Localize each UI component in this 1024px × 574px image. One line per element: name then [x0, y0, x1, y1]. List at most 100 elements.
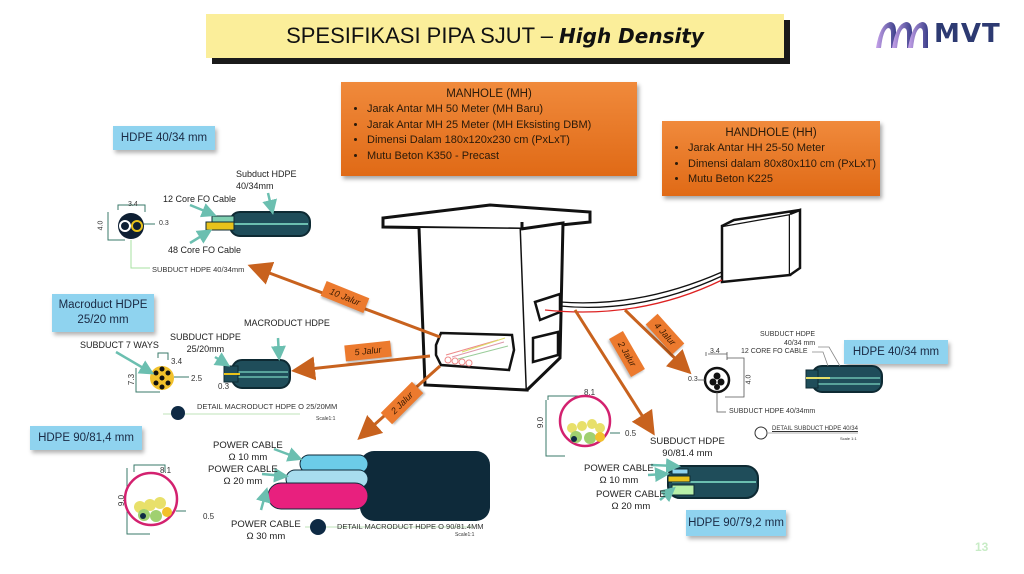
core-12-label: 12 Core FO Cable [163, 194, 237, 204]
power-cable-10-label: POWER CABLE Ω 10 mm [213, 440, 283, 464]
manhole-heading: MANHOLE (MH) [446, 88, 532, 100]
manhole-duct-bundle [444, 337, 509, 367]
right-90-dim-height: 9.0 [536, 416, 546, 429]
macroduct-25-detail-caption: DETAIL MACRODUCT HDPE O 25/20MM [197, 402, 338, 411]
handhole-spec-list: Jarak Antar HH 25-50 Meter Dimensi dalam… [662, 141, 880, 188]
dim-a-label: 3.4 [171, 357, 183, 366]
right-40-detail-caption: DETAIL SUBDUCT HDPE 40/34 [772, 426, 858, 432]
handhole-drawing [720, 208, 802, 284]
logo-text: MVT [934, 19, 1001, 49]
manhole-spec-item: Mutu Beton K350 - Precast [367, 149, 637, 165]
right-90-dim-width: 8.1 [584, 388, 596, 397]
subduct-40-name: Subduct HDPE [236, 169, 297, 179]
macroduct-90-scale: Scale1:1 [455, 532, 475, 538]
right-subduct-90-size: 90/81.4 mm [662, 448, 713, 459]
page-title: SPESIFIKASI PIPA SJUT – High Density [206, 14, 784, 58]
right-subduct-90-label: SUBDUCT HDPE 90/81.4 mm [650, 436, 725, 460]
manhole-spec-list: Jarak Antar MH 50 Meter (MH Baru) Jarak … [341, 102, 637, 164]
macroduct-hdpe-label: MACRODUCT HDPE [244, 318, 330, 328]
dim-width-label: 3.4 [128, 201, 138, 208]
right-40-dim-width: 3.4 [710, 348, 720, 355]
mvt-waves-icon [876, 22, 928, 48]
arrow-5-jalur [291, 354, 431, 381]
right-power-cable-20-label: POWER CABLE Ω 20 mm [596, 489, 666, 513]
dim-c-label: 7.3 [127, 373, 137, 386]
title-main: SPESIFIKASI PIPA SJUT – [286, 23, 554, 48]
label-macroduct-25-20: Macroduct HDPE 25/20 mm [52, 294, 154, 332]
right-power-cable-10-size: Ω 10 mm [599, 475, 639, 486]
right-40-caption: SUBDUCT HDPE 40/34mm [729, 408, 816, 415]
subduct-40-cross-section [107, 204, 155, 269]
power-cable-30-size: Ω 30 mm [246, 531, 286, 542]
dim-wall-25-label: 0.3 [218, 382, 230, 391]
label-hdpe-40-34-left: HDPE 40/34 mm [113, 126, 215, 150]
right-subduct-90-name: SUBDUCT HDPE [650, 436, 725, 447]
manhole-drawing [381, 203, 592, 392]
dim-b-label: 2.5 [191, 374, 203, 383]
mh-hh-cables [544, 271, 723, 313]
title-emphasis: High Density [559, 24, 704, 48]
handhole-spec-item: Mutu Beton K225 [688, 172, 880, 188]
power-cables-90-left [256, 447, 490, 521]
subduct-25-size: 25/20mm [186, 344, 225, 354]
right-power-cable-10-label: POWER CABLE Ω 10 mm [584, 463, 654, 487]
right-40-cable [805, 346, 883, 393]
macroduct-90-detail-caption: DETAIL MACRODUCT HDPE O 90/81.4MM [337, 522, 484, 531]
right-40-detail-marker [754, 426, 858, 440]
right-90-cross-section [545, 394, 620, 457]
subduct-25-label: SUBDUCT HDPE 25/20mm [170, 331, 241, 355]
handhole-spec-box: HANDHOLE (HH) Jarak Antar HH 25-50 Meter… [662, 121, 880, 196]
macroduct-25-cable [213, 337, 291, 389]
right-40-dim-wall: 0.3 [688, 376, 698, 383]
power-cable-30-name: POWER CABLE [231, 519, 301, 530]
power-cable-20-label: POWER CABLE Ω 20 mm [208, 464, 278, 488]
manhole-spec-item: Jarak Antar MH 50 Meter (MH Baru) [367, 102, 637, 118]
power-cable-10-size: Ω 10 mm [228, 452, 268, 463]
manhole-spec-box: MANHOLE (MH) Jarak Antar MH 50 Meter (MH… [341, 82, 637, 176]
right-core-12-label: 12 CORE FO CABLE [741, 348, 808, 355]
label-hdpe-40-34-right: HDPE 40/34 mm [844, 340, 948, 364]
handhole-spec-item: Dimensi dalam 80x80x110 cm (PxLxT) [688, 157, 880, 173]
subduct-40-label: Subduct HDPE 40/34mm [236, 168, 297, 192]
right-subduct-40-label: SUBDUCT HDPE 40/34 mm [760, 330, 815, 348]
macroduct-90-cross-section [123, 464, 186, 535]
right-power-cable-10-name: POWER CABLE [584, 463, 654, 474]
subduct-40-cable [189, 192, 311, 245]
page-number: 13 [975, 540, 989, 554]
right-subduct-40-name: SUBDUCT HDPE [760, 331, 816, 338]
core-48-label: 48 Core FO Cable [168, 245, 242, 255]
label-hdpe-90-79-2: HDPE 90/79,2 mm [686, 510, 786, 536]
subduct-40-size: 40/34mm [236, 181, 274, 191]
power-cable-30-label: POWER CABLE Ω 30 mm [231, 519, 301, 543]
dim-90-wall: 0.5 [203, 512, 215, 521]
power-cable-20-size: Ω 20 mm [223, 476, 263, 487]
right-40-cross-section [698, 352, 745, 413]
right-power-cable-20-size: Ω 20 mm [611, 501, 651, 512]
manhole-spec-item: Dimensi Dalam 180x120x230 cm (PxLxT) [367, 133, 637, 149]
right-subduct-40-size: 40/34 mm [783, 340, 816, 347]
dim-height-label: 4.0 [97, 220, 105, 231]
manhole-spec-item: Jarak Antar MH 25 Meter (MH Eksisting DB… [367, 118, 637, 134]
right-power-cable-20-name: POWER CABLE [596, 489, 666, 500]
dim-90-height: 9.0 [117, 494, 127, 507]
right-40-scale: Scale 1:1 [840, 436, 857, 441]
macroduct-25-detail-marker [163, 406, 300, 420]
right-90-cable [647, 458, 759, 503]
handhole-spec-item: Jarak Antar HH 25-50 Meter [688, 141, 880, 157]
right-40-dim-height: 4.0 [745, 374, 753, 385]
handhole-heading: HANDHOLE (HH) [725, 127, 817, 139]
macroduct-25-cross-section [115, 350, 189, 393]
arrow-4-jalur [623, 308, 692, 375]
arrow-2-jalur-right [573, 309, 655, 436]
label-hdpe-90-81-4: HDPE 90/81,4 mm [30, 426, 142, 450]
subduct-7-ways-label: SUBDUCT 7 WAYS [80, 340, 159, 350]
subduct-40-caption: SUBDUCT HDPE 40/34mm [152, 265, 245, 274]
power-cable-10-name: POWER CABLE [213, 440, 283, 451]
dim-wall-label: 0.3 [159, 220, 169, 227]
dim-90-width: 8.1 [160, 466, 172, 475]
power-cable-20-name: POWER CABLE [208, 464, 278, 475]
logo: MVT [874, 18, 1001, 50]
subduct-25-name: SUBDUCT HDPE [170, 332, 241, 342]
macroduct-90-detail-marker [305, 519, 474, 535]
